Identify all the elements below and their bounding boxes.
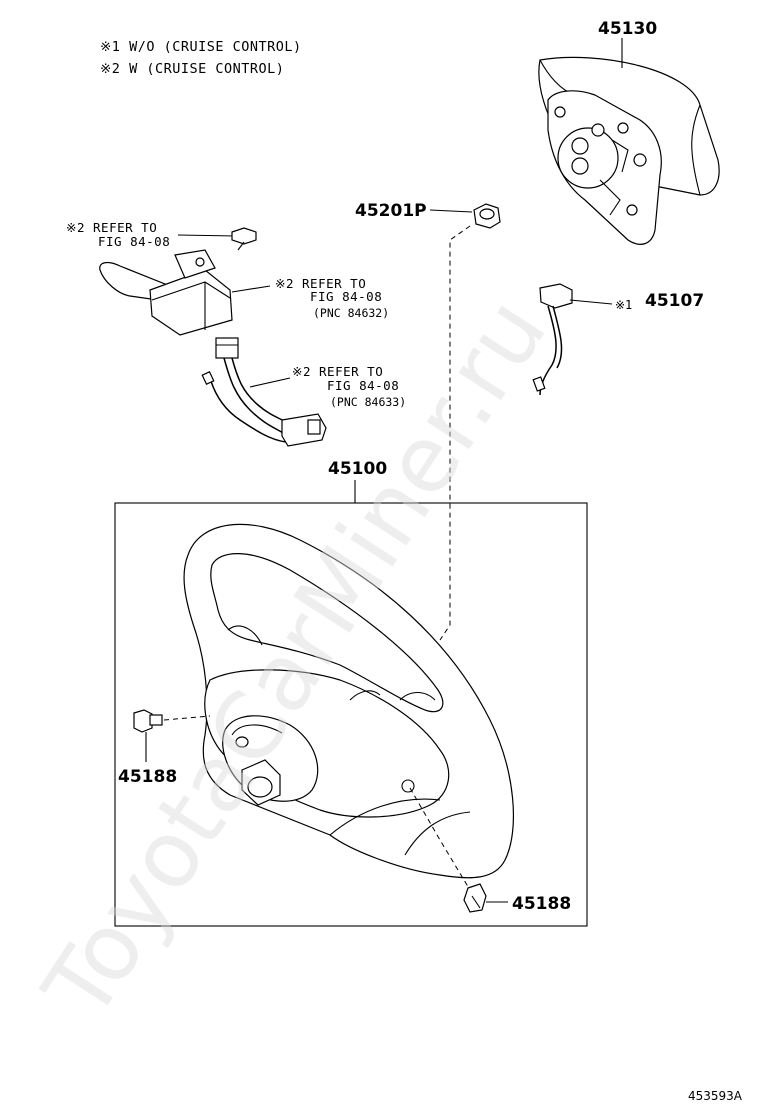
airbag-assembly-drawing xyxy=(538,38,720,245)
part-number-wheel: 45100 xyxy=(328,459,387,479)
legend-note-2: ※2 W (CRUISE CONTROL) xyxy=(100,61,284,77)
ref-c-line2: FIG 84-08 xyxy=(327,378,399,393)
nut-drawing xyxy=(473,203,501,229)
ref-b-line2: FIG 84-08 xyxy=(310,289,382,304)
part-number-airbag: 45130 xyxy=(598,19,657,39)
cruise-switch-drawing xyxy=(99,227,327,447)
ref-a-line1: ※2 REFER TO xyxy=(66,220,157,235)
ref-c-line3: (PNC 84633) xyxy=(330,395,406,409)
ref-b-line3: (PNC 84632) xyxy=(313,306,389,320)
ref-b-line1: ※2 REFER TO xyxy=(275,276,366,291)
screw-right-drawing xyxy=(463,883,487,913)
wheel-assembly-frame xyxy=(114,502,588,927)
watermark-text: ToyotaCarMiner.ru xyxy=(23,280,567,1038)
ref-a-line2: FIG 84-08 xyxy=(98,234,170,249)
part-number-nut: 45201P xyxy=(355,201,427,221)
drawing-code: 453593A xyxy=(688,1089,743,1103)
horn-wire-drawing xyxy=(532,283,573,396)
ref-c-line1: ※2 REFER TO xyxy=(292,364,383,379)
screw-left-drawing xyxy=(133,709,163,733)
part-number-screw-right: 45188 xyxy=(512,894,571,914)
horn-marker: ※1 xyxy=(615,298,632,312)
legend-note-1: ※1 W/O (CRUISE CONTROL) xyxy=(100,39,302,55)
part-number-screw-left: 45188 xyxy=(118,767,177,787)
steering-wheel-drawing xyxy=(183,523,515,879)
part-number-horn-wire: 45107 xyxy=(645,291,704,311)
